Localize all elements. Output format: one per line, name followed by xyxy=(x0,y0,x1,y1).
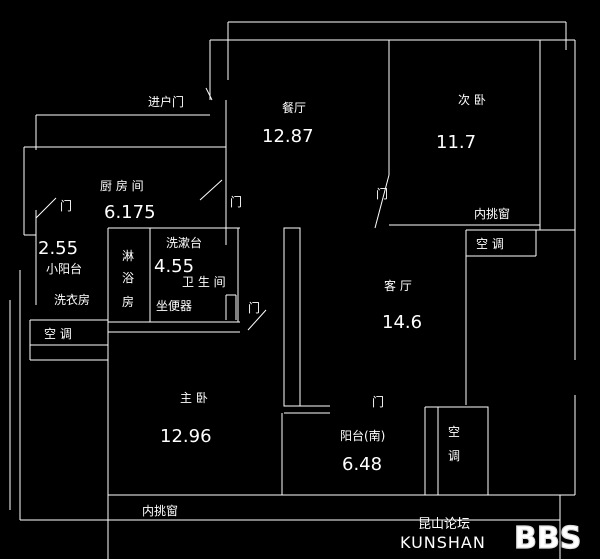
wall-lines xyxy=(9,21,576,559)
basin-label: 洗漱台 xyxy=(166,235,202,250)
dining-kitchen-door-label: 门 xyxy=(230,194,242,209)
ac-label-south-2: 调 xyxy=(448,449,460,463)
shower-label-2: 浴 xyxy=(122,271,134,285)
balcony-door-label: 门 xyxy=(372,394,384,409)
second-bedroom-label: 次 卧 xyxy=(458,93,486,107)
watermark: 昆山论坛 KUNSHAN BBS xyxy=(400,517,582,557)
room-labels: 进户门 餐厅 12.87 次 卧 11.7 厨 房 间 门 6.175 门 门 … xyxy=(38,93,510,518)
bathroom-label: 卫 生 间 xyxy=(182,275,226,289)
small-balcony-area: 2.55 xyxy=(38,238,78,259)
second-bedroom-area: 11.7 xyxy=(436,132,476,153)
ac-label-left: 空 调 xyxy=(44,327,72,341)
watermark-brand: KUNSHAN xyxy=(400,533,486,552)
kitchen-door-label: 门 xyxy=(60,198,72,213)
second-bedroom-door-label: 门 xyxy=(376,186,388,201)
entrance-door-label: 进户门 xyxy=(148,94,184,109)
kitchen-label: 厨 房 间 xyxy=(100,178,144,193)
master-bedroom-label: 主 卧 xyxy=(180,391,208,405)
living-label: 客 厅 xyxy=(384,278,412,293)
bathroom-door-label: 门 xyxy=(248,300,260,315)
ac-label-top: 空 调 xyxy=(476,237,504,251)
ac-label-south-1: 空 xyxy=(448,425,460,439)
bay-window-label-top: 内挑窗 xyxy=(474,207,510,221)
master-bedroom-area: 12.96 xyxy=(160,426,212,447)
living-area: 14.6 xyxy=(382,312,422,333)
bay-window-label-bottom: 内挑窗 xyxy=(142,504,178,518)
bathroom-area: 4.55 xyxy=(154,256,194,277)
toilet-label: 坐便器 xyxy=(156,299,192,313)
kitchen-area: 6.175 xyxy=(104,202,156,223)
small-balcony-label: 小阳台 xyxy=(46,261,82,276)
shower-label-3: 房 xyxy=(122,294,134,309)
watermark-chinese: 昆山论坛 xyxy=(418,517,470,532)
south-balcony-label: 阳台(南) xyxy=(340,428,385,443)
dining-area: 12.87 xyxy=(262,126,314,147)
dining-label: 餐厅 xyxy=(282,100,306,115)
south-balcony-area: 6.48 xyxy=(342,454,382,475)
laundry-label: 洗衣房 xyxy=(54,292,90,307)
shower-label-1: 淋 xyxy=(122,249,134,263)
watermark-bbs: BBS xyxy=(514,521,581,556)
